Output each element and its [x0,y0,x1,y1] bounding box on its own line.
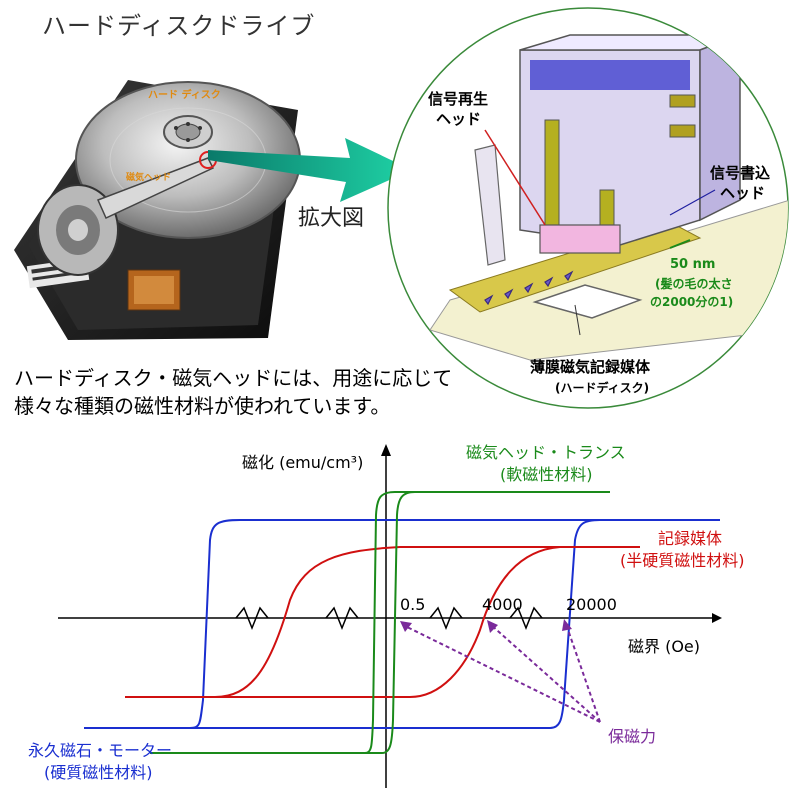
soft-loop-upper [150,491,610,754]
soft-loop-lower [150,491,610,754]
y-axis-label: 磁化 (emu/cm³) [242,453,363,472]
tick-label-20000: 20000 [566,595,617,614]
gap-note-1: (髪の毛の太さ [655,276,733,291]
read-head-label-1: 信号再生 [428,90,488,108]
hard-magnet-loop-lower [84,519,720,729]
zoom-diagram: 信号再生 ヘッド 信号書込 ヘッド 50 nm (髪の毛の太さ の2000分の1… [387,7,789,409]
tick-label-4000: 4000 [482,595,523,614]
description-line-2: 様々な種類の磁性材料が使われています。 [14,394,391,418]
media-label: 薄膜磁気記録媒体 [530,358,651,376]
write-head-label-1: 信号書込 [710,164,770,182]
media-loop-upper [125,546,640,698]
zoom-arrow [208,138,412,202]
zoom-label: 拡大図 [298,206,365,231]
platter-label: ハード ディスク [148,88,221,101]
x-axis-label: 磁界 (Oe) [628,637,700,656]
read-head-label-2: ヘッド [436,110,481,128]
hard-material-class: (硬質磁性材料) [44,763,153,782]
gap-note-2: の2000分の1) [650,294,733,309]
soft-material-name: 磁気ヘッド・トランス [466,443,626,462]
coercivity-label: 保磁力 [608,727,656,746]
hysteresis-diagram: 磁化 (emu/cm³) 磁界 (Oe) 0.5 4000 20000 磁気ヘッ… [28,443,745,788]
media-loop-lower [125,546,640,698]
media-material-name: 記録媒体 [658,529,722,548]
soft-material-class: (軟磁性材料) [500,465,593,484]
coercivity-arrows [402,623,601,723]
write-head-label-2: ヘッド [720,184,765,202]
head-label: 磁気ヘッド [126,171,171,183]
description: ハードディスク・磁気ヘッドには、用途に応じて 様々な種類の磁性材料が使われていま… [14,364,452,420]
gap-size-label: 50 nm [670,257,715,272]
read-sensor [539,224,621,254]
hdd-title: ハードディスクドライブ [42,12,316,40]
actuator-arm [96,157,215,220]
hard-material-name: 永久磁石・モーター [28,741,172,760]
media-sub-label: (ハードディスク) [555,380,649,395]
media-material-class: (半硬質磁性材料) [620,551,745,570]
description-line-1: ハードディスク・磁気ヘッドには、用途に応じて [14,366,453,390]
tick-label-0-5: 0.5 [400,595,425,614]
